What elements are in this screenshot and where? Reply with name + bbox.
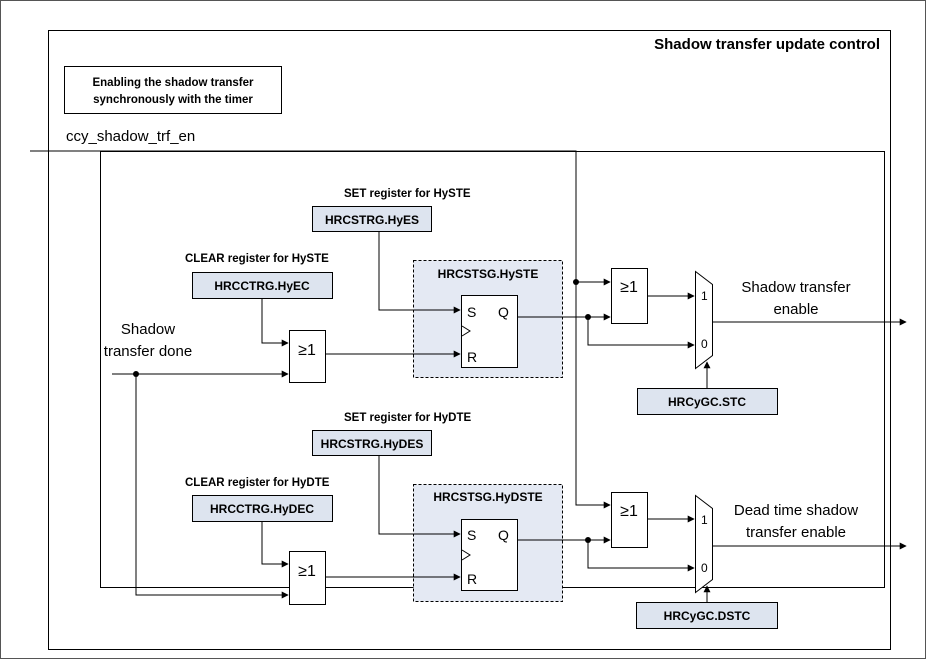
bottom-or-gate-clear: [289, 551, 326, 605]
bottom-mux-control-text: HRCyGC.DSTC: [664, 609, 751, 623]
top-output-label-2: enable: [773, 301, 818, 318]
top-ff-r: R: [467, 349, 477, 365]
ccy-wire-bottom: [575, 282, 611, 509]
ccy-wire: [30, 150, 577, 282]
note-line-2: synchronously with the timer: [93, 94, 253, 106]
bottom-clear-register: [192, 495, 333, 522]
bottom-set-wire: [378, 456, 461, 538]
top-q-to-mux0: [587, 317, 695, 349]
top-clear-wire: [261, 299, 289, 347]
bottom-output-label-2: transfer enable: [746, 524, 846, 541]
ccy-input-label: ccy_shadow_trf_en: [66, 128, 195, 145]
shadow-done-label-1: Shadow: [121, 321, 175, 338]
diagram-title: Shadow transfer update control: [654, 36, 880, 53]
bottom-clear-wire: [261, 522, 289, 568]
bottom-q-to-mux0: [587, 540, 695, 572]
note-line-1: Enabling the shadow transfer: [92, 77, 254, 89]
top-set-wire: [378, 232, 461, 314]
top-ff-s: S: [467, 304, 476, 320]
shadow-done-label-2: transfer done: [104, 343, 192, 360]
outer-frame: [48, 30, 891, 650]
top-mux: [695, 270, 713, 370]
top-ff-clock: [461, 325, 471, 337]
shadow-done-wire-bottom: [135, 374, 289, 599]
note-box: [64, 66, 282, 114]
bottom-mux-1: 1: [701, 513, 708, 527]
top-clear-register-text: HRCCTRG.HyEC: [214, 279, 310, 293]
top-or-gate-clear: [289, 330, 326, 383]
top-clear-label: CLEAR register for HySTE: [185, 253, 329, 265]
top-set-register: [312, 206, 432, 232]
top-latch-name: HRCSTSG.HySTE: [438, 267, 539, 281]
top-clear-register: [192, 272, 333, 299]
bottom-mux-control-register: [636, 602, 778, 629]
bottom-mux-0: 0: [701, 561, 708, 575]
top-or-gate-clear-symbol: ≥1: [298, 342, 316, 359]
bottom-set-label: SET register for HyDTE: [344, 412, 471, 424]
bottom-clear-register-text: HRCCTRG.HyDEC: [210, 502, 314, 516]
top-or-gate-enable: [611, 268, 648, 324]
top-mux-0: 0: [701, 337, 708, 351]
bottom-ff-s: S: [467, 527, 476, 543]
top-flip-flop: [461, 295, 518, 368]
bottom-or-gate-enable: [611, 492, 648, 548]
bottom-clear-label: CLEAR register for HyDTE: [185, 477, 330, 489]
bottom-output-label-1: Dead time shadow: [734, 502, 858, 519]
top-mux-control-text: HRCyGC.STC: [668, 395, 746, 409]
bottom-set-register-text: HRCSTRG.HyDES: [321, 437, 424, 451]
bottom-or-gate-enable-symbol: ≥1: [620, 503, 638, 520]
bottom-ff-r: R: [467, 571, 477, 587]
top-output-label-1: Shadow transfer: [741, 279, 850, 296]
bottom-ff-q: Q: [498, 527, 509, 543]
bottom-set-register: [312, 430, 432, 456]
bottom-mux: [695, 494, 713, 594]
bottom-latch-name: HRCSTSG.HyDSTE: [433, 490, 542, 504]
top-set-register-text: HRCSTRG.HyES: [325, 213, 419, 227]
top-or-gate-enable-symbol: ≥1: [620, 279, 638, 296]
top-mux-control-register: [637, 388, 778, 415]
bottom-or-gate-clear-symbol: ≥1: [298, 563, 316, 580]
top-mux-1: 1: [701, 289, 708, 303]
junction-dot: [573, 279, 579, 285]
top-ff-q: Q: [498, 304, 509, 320]
bottom-ff-clock: [461, 549, 471, 561]
top-set-label: SET register for HySTE: [344, 188, 471, 200]
